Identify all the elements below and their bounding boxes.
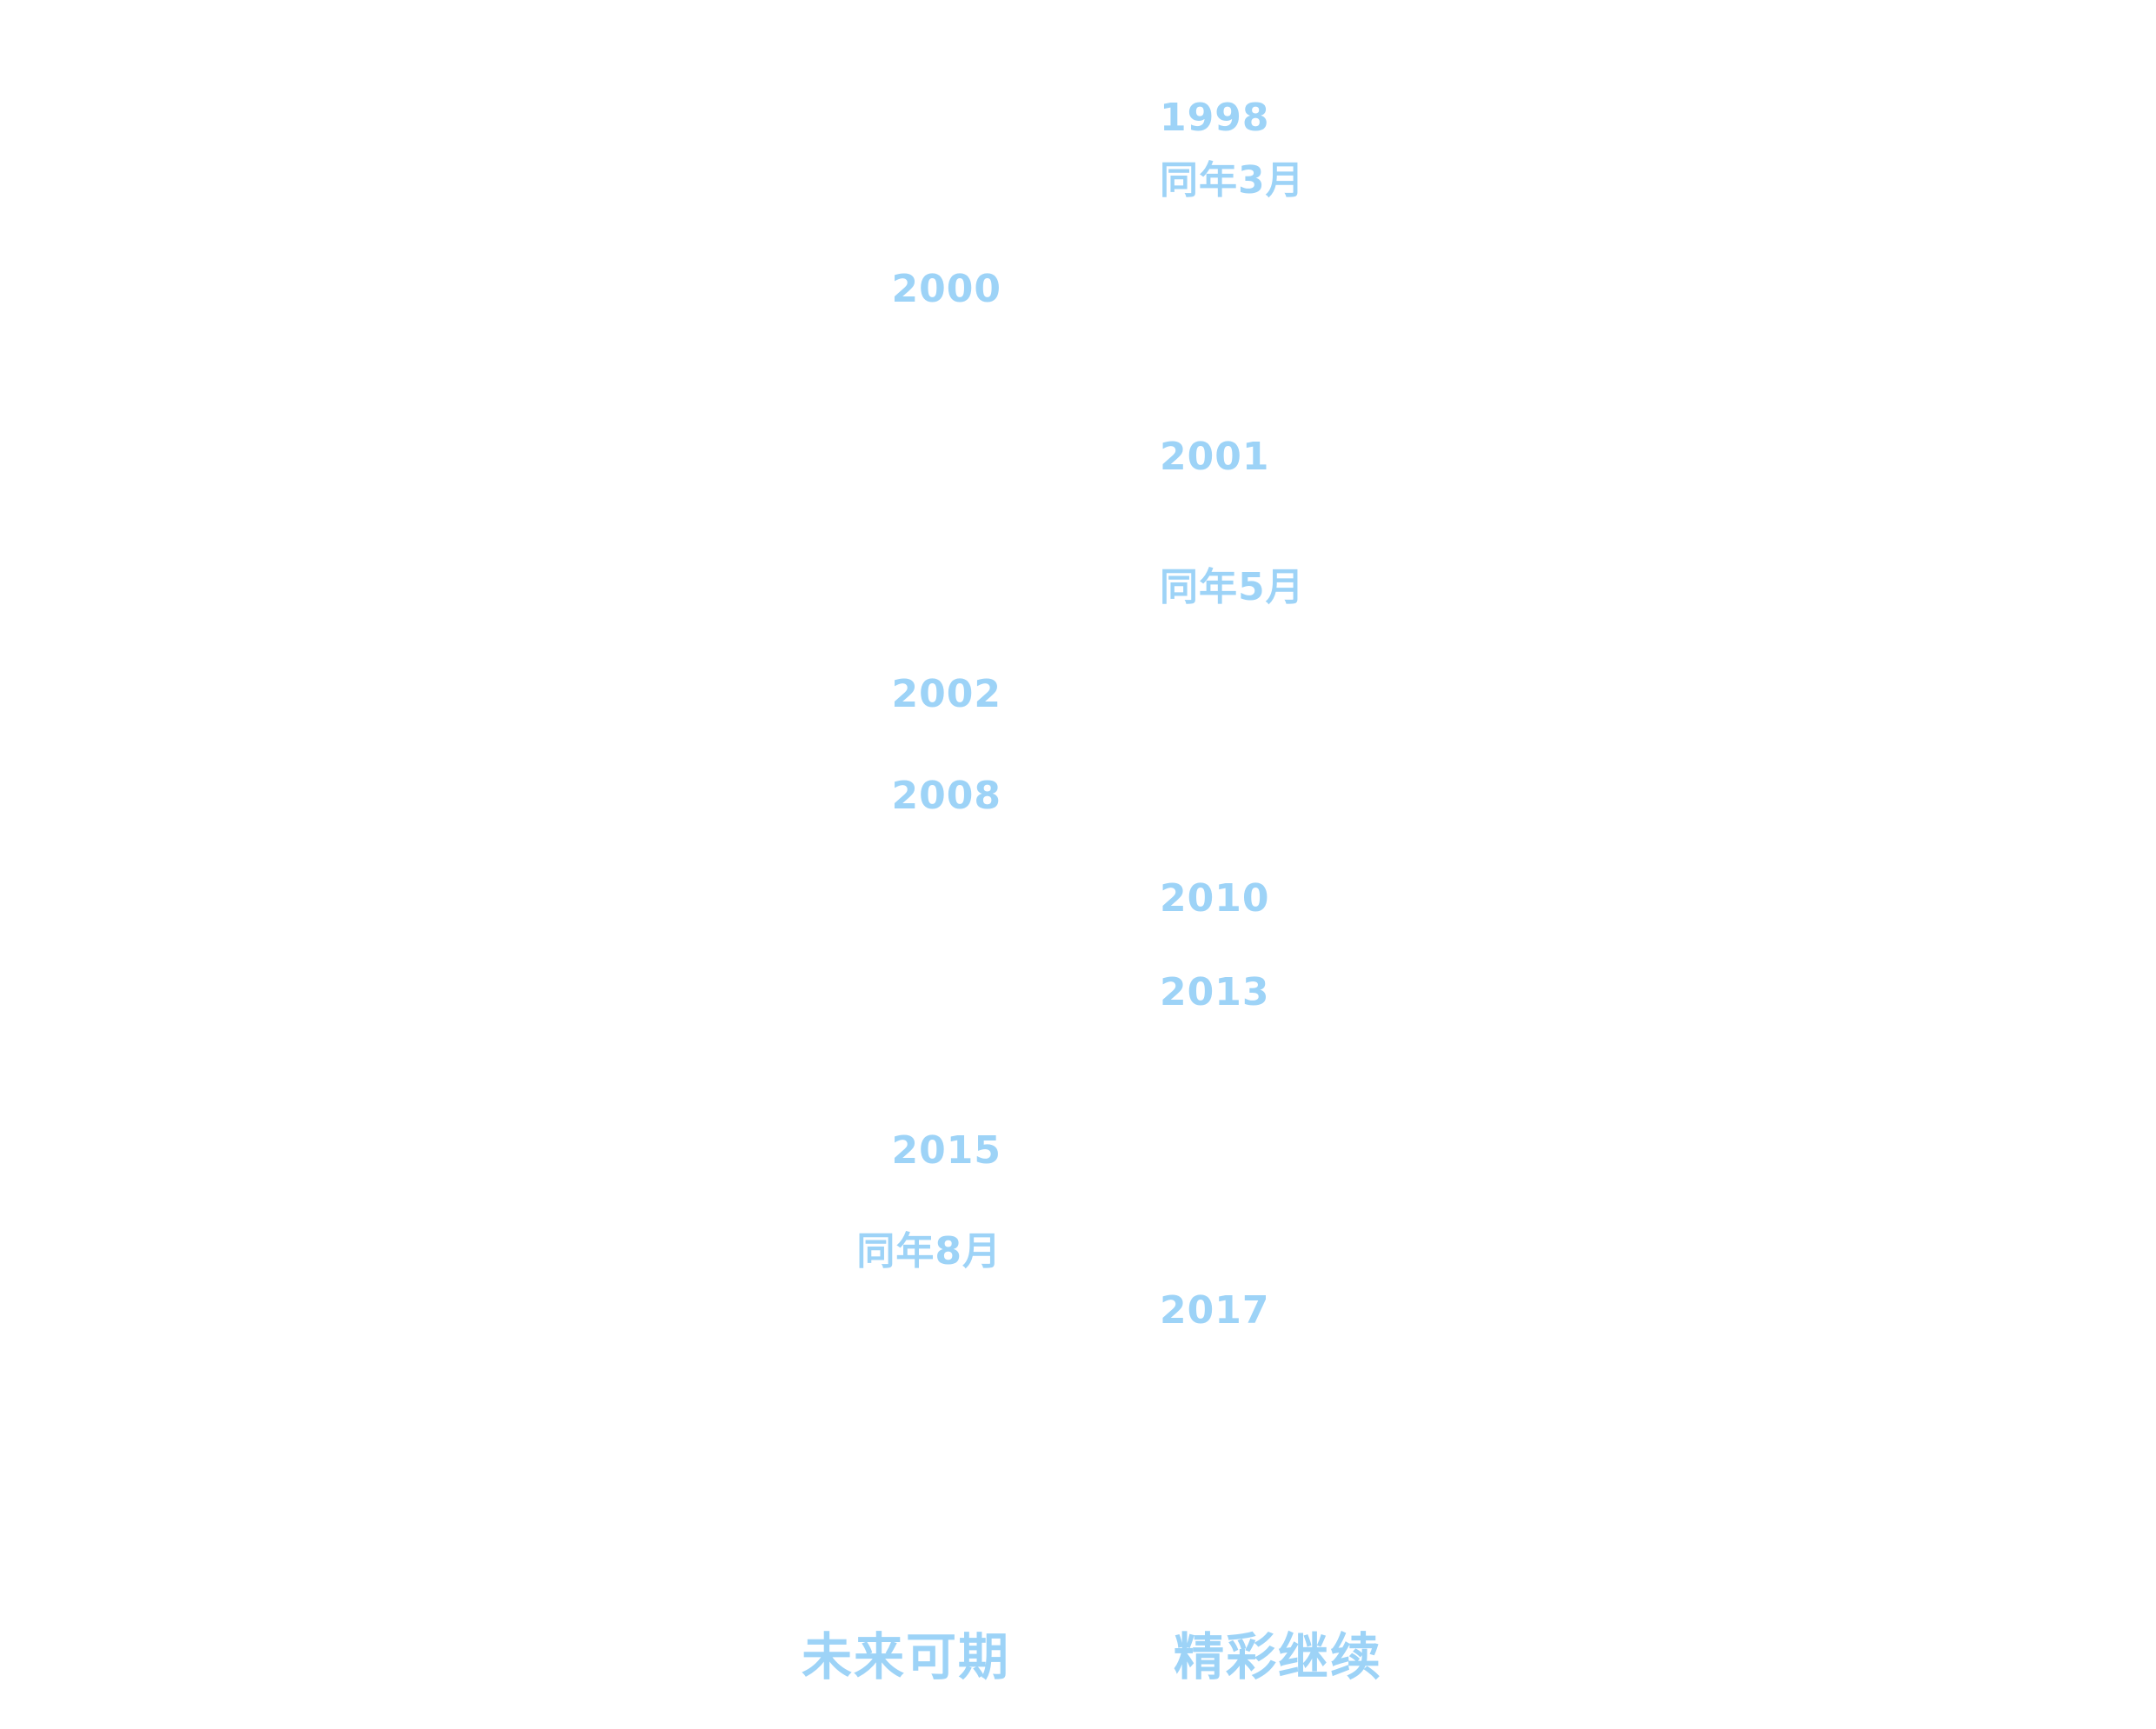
timeline-entry-2000: 2000 [891,267,1001,311]
timeline-entry-2013: 2013 [1160,970,1270,1014]
footer-phrase-continue: 精彩继续 [1174,1627,1383,1686]
timeline-entry-2017: 2017 [1160,1288,1270,1333]
timeline-entry-2001: 2001 [1160,435,1270,479]
timeline-entry-same-year-august: 同年8月 [856,1229,1001,1273]
timeline-entry-2008: 2008 [891,774,1001,818]
footer-phrase-future: 未来可期 [801,1627,1010,1686]
timeline-entry-2002: 2002 [891,672,1001,716]
timeline-entry-2015: 2015 [891,1128,1001,1173]
timeline-entry-2010: 2010 [1160,876,1270,921]
timeline-entry-same-year-march: 同年3月 [1160,158,1305,203]
timeline-entry-1998: 1998 [1160,96,1270,140]
timeline-entry-same-year-may: 同年5月 [1160,565,1305,609]
